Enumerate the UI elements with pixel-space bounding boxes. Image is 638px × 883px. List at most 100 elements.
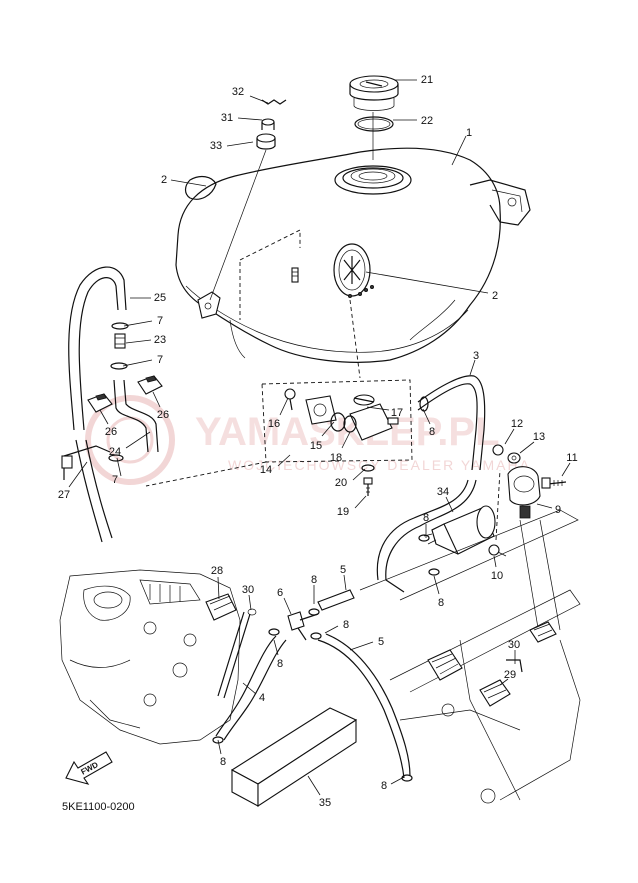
hose-5-upper bbox=[317, 589, 355, 611]
part-number-c26b: 26 bbox=[105, 426, 117, 438]
part-number-c8b: 8 bbox=[423, 512, 429, 524]
part-number-c13: 13 bbox=[533, 431, 545, 443]
leader-line-c32 bbox=[249, 95, 269, 104]
leader-line-c28 bbox=[217, 576, 220, 600]
part-number-c5b: 5 bbox=[378, 636, 384, 648]
leader-line-c24 bbox=[125, 431, 151, 449]
box-35 bbox=[230, 707, 358, 808]
part-number-c10: 10 bbox=[491, 570, 503, 582]
leader-line-c7b bbox=[122, 359, 153, 367]
leader-line-c5a bbox=[343, 574, 347, 591]
hose-25 bbox=[68, 266, 127, 543]
part-number-c33: 33 bbox=[210, 140, 222, 152]
leader-line-c13 bbox=[519, 441, 535, 454]
watermark-seal-inner bbox=[106, 416, 154, 464]
band-30 bbox=[217, 608, 257, 699]
relay-bracket bbox=[488, 444, 567, 557]
leader-line-c3 bbox=[469, 359, 476, 376]
breather-parts bbox=[209, 99, 287, 301]
leader-line-c8h bbox=[390, 776, 405, 785]
part-number-c16: 16 bbox=[268, 418, 280, 430]
part-number-c34: 34 bbox=[437, 486, 449, 498]
leader-line-c27 bbox=[68, 461, 88, 488]
part-number-c25: 25 bbox=[154, 292, 166, 304]
part-number-c2a: 2 bbox=[161, 174, 167, 186]
o-ring bbox=[354, 116, 394, 132]
part-number-c12: 12 bbox=[511, 418, 523, 430]
part-number-c14: 14 bbox=[260, 464, 272, 476]
fuel-pump-34 bbox=[423, 505, 496, 555]
callout-layer: 2122132313322257237262624727316178151814… bbox=[58, 74, 578, 809]
hose-5-lower bbox=[317, 633, 413, 782]
part-number-c27: 27 bbox=[58, 489, 70, 501]
leader-line-c5b bbox=[349, 641, 374, 651]
leader-line-c4 bbox=[242, 682, 257, 695]
part-number-c2b: 2 bbox=[492, 290, 498, 302]
part-number-c29: 29 bbox=[504, 669, 516, 681]
part-number-c8h: 8 bbox=[381, 780, 387, 792]
leader-line-c8g bbox=[217, 739, 222, 755]
leader-line-c31 bbox=[237, 117, 263, 121]
leader-line-c6 bbox=[283, 597, 292, 615]
leader-line-c26b bbox=[99, 409, 109, 425]
leader-line-c8e bbox=[324, 625, 339, 634]
leader-line-c26a bbox=[152, 391, 161, 408]
leader-line-c12 bbox=[504, 428, 515, 445]
part-number-c5a: 5 bbox=[340, 564, 346, 576]
fwd-arrow-icon: FWD bbox=[65, 751, 113, 785]
holder-27 bbox=[61, 445, 111, 480]
part-number-c1: 1 bbox=[466, 127, 472, 139]
part-number-c15: 15 bbox=[310, 440, 322, 452]
part-number-c8a: 8 bbox=[429, 426, 435, 438]
part-number-c17: 17 bbox=[391, 407, 403, 419]
leader-line-c30a bbox=[248, 594, 252, 611]
part-number-c4: 4 bbox=[259, 692, 265, 704]
part-number-c19: 19 bbox=[337, 506, 349, 518]
leader-line-c8f bbox=[273, 639, 279, 656]
joint-6 bbox=[287, 608, 322, 641]
hose-4 bbox=[212, 628, 287, 744]
part-number-c7c: 7 bbox=[112, 474, 118, 486]
leader-line-c14 bbox=[277, 454, 291, 467]
leader-line-c20 bbox=[352, 468, 366, 481]
part-number-c31: 31 bbox=[221, 112, 233, 124]
hose-3 bbox=[376, 375, 486, 593]
part-number-c24: 24 bbox=[109, 446, 121, 458]
leader-line-c34 bbox=[445, 496, 454, 513]
leader-line-c15 bbox=[321, 421, 335, 437]
leader-line-c7a bbox=[123, 320, 153, 327]
part-number-c11: 11 bbox=[566, 452, 577, 464]
part-number-c8f: 8 bbox=[277, 658, 283, 670]
engine-outline bbox=[59, 569, 241, 745]
leader-line-c18 bbox=[341, 431, 351, 449]
leader-line-c8a bbox=[422, 408, 431, 425]
fuel-tank bbox=[175, 147, 531, 379]
part-number-c28: 28 bbox=[211, 565, 223, 577]
sponges-26 bbox=[87, 375, 163, 413]
part-number-c26a: 26 bbox=[157, 409, 169, 421]
part-number-c18: 18 bbox=[330, 452, 342, 464]
part-number-c35: 35 bbox=[319, 797, 331, 809]
frame-outline bbox=[359, 509, 581, 804]
leader-line-c17 bbox=[366, 406, 390, 411]
part-number-c7b: 7 bbox=[157, 354, 163, 366]
leader-line-c7c bbox=[116, 457, 122, 477]
leader-line-c19 bbox=[354, 495, 367, 509]
leader-line-c29 bbox=[499, 678, 509, 686]
part-number-c8c: 8 bbox=[438, 597, 444, 609]
leader-line-c23 bbox=[125, 339, 152, 344]
clamps-and-joint bbox=[108, 322, 159, 462]
leader-line-c9 bbox=[536, 503, 553, 509]
part-number-c23: 23 bbox=[154, 334, 166, 346]
part-number-c21: 21 bbox=[421, 74, 433, 86]
bracket-28 bbox=[205, 593, 237, 621]
part-number-c20: 20 bbox=[335, 477, 347, 489]
leader-line-c11 bbox=[561, 462, 571, 477]
leader-line-c1 bbox=[451, 135, 467, 166]
leader-line-c2a bbox=[170, 179, 207, 187]
reference-code: 5KE1100-0200 bbox=[62, 801, 135, 813]
part-number-c32: 32 bbox=[232, 86, 244, 98]
part-number-c30b: 30 bbox=[508, 639, 520, 651]
leader-line-c8c bbox=[433, 575, 440, 595]
